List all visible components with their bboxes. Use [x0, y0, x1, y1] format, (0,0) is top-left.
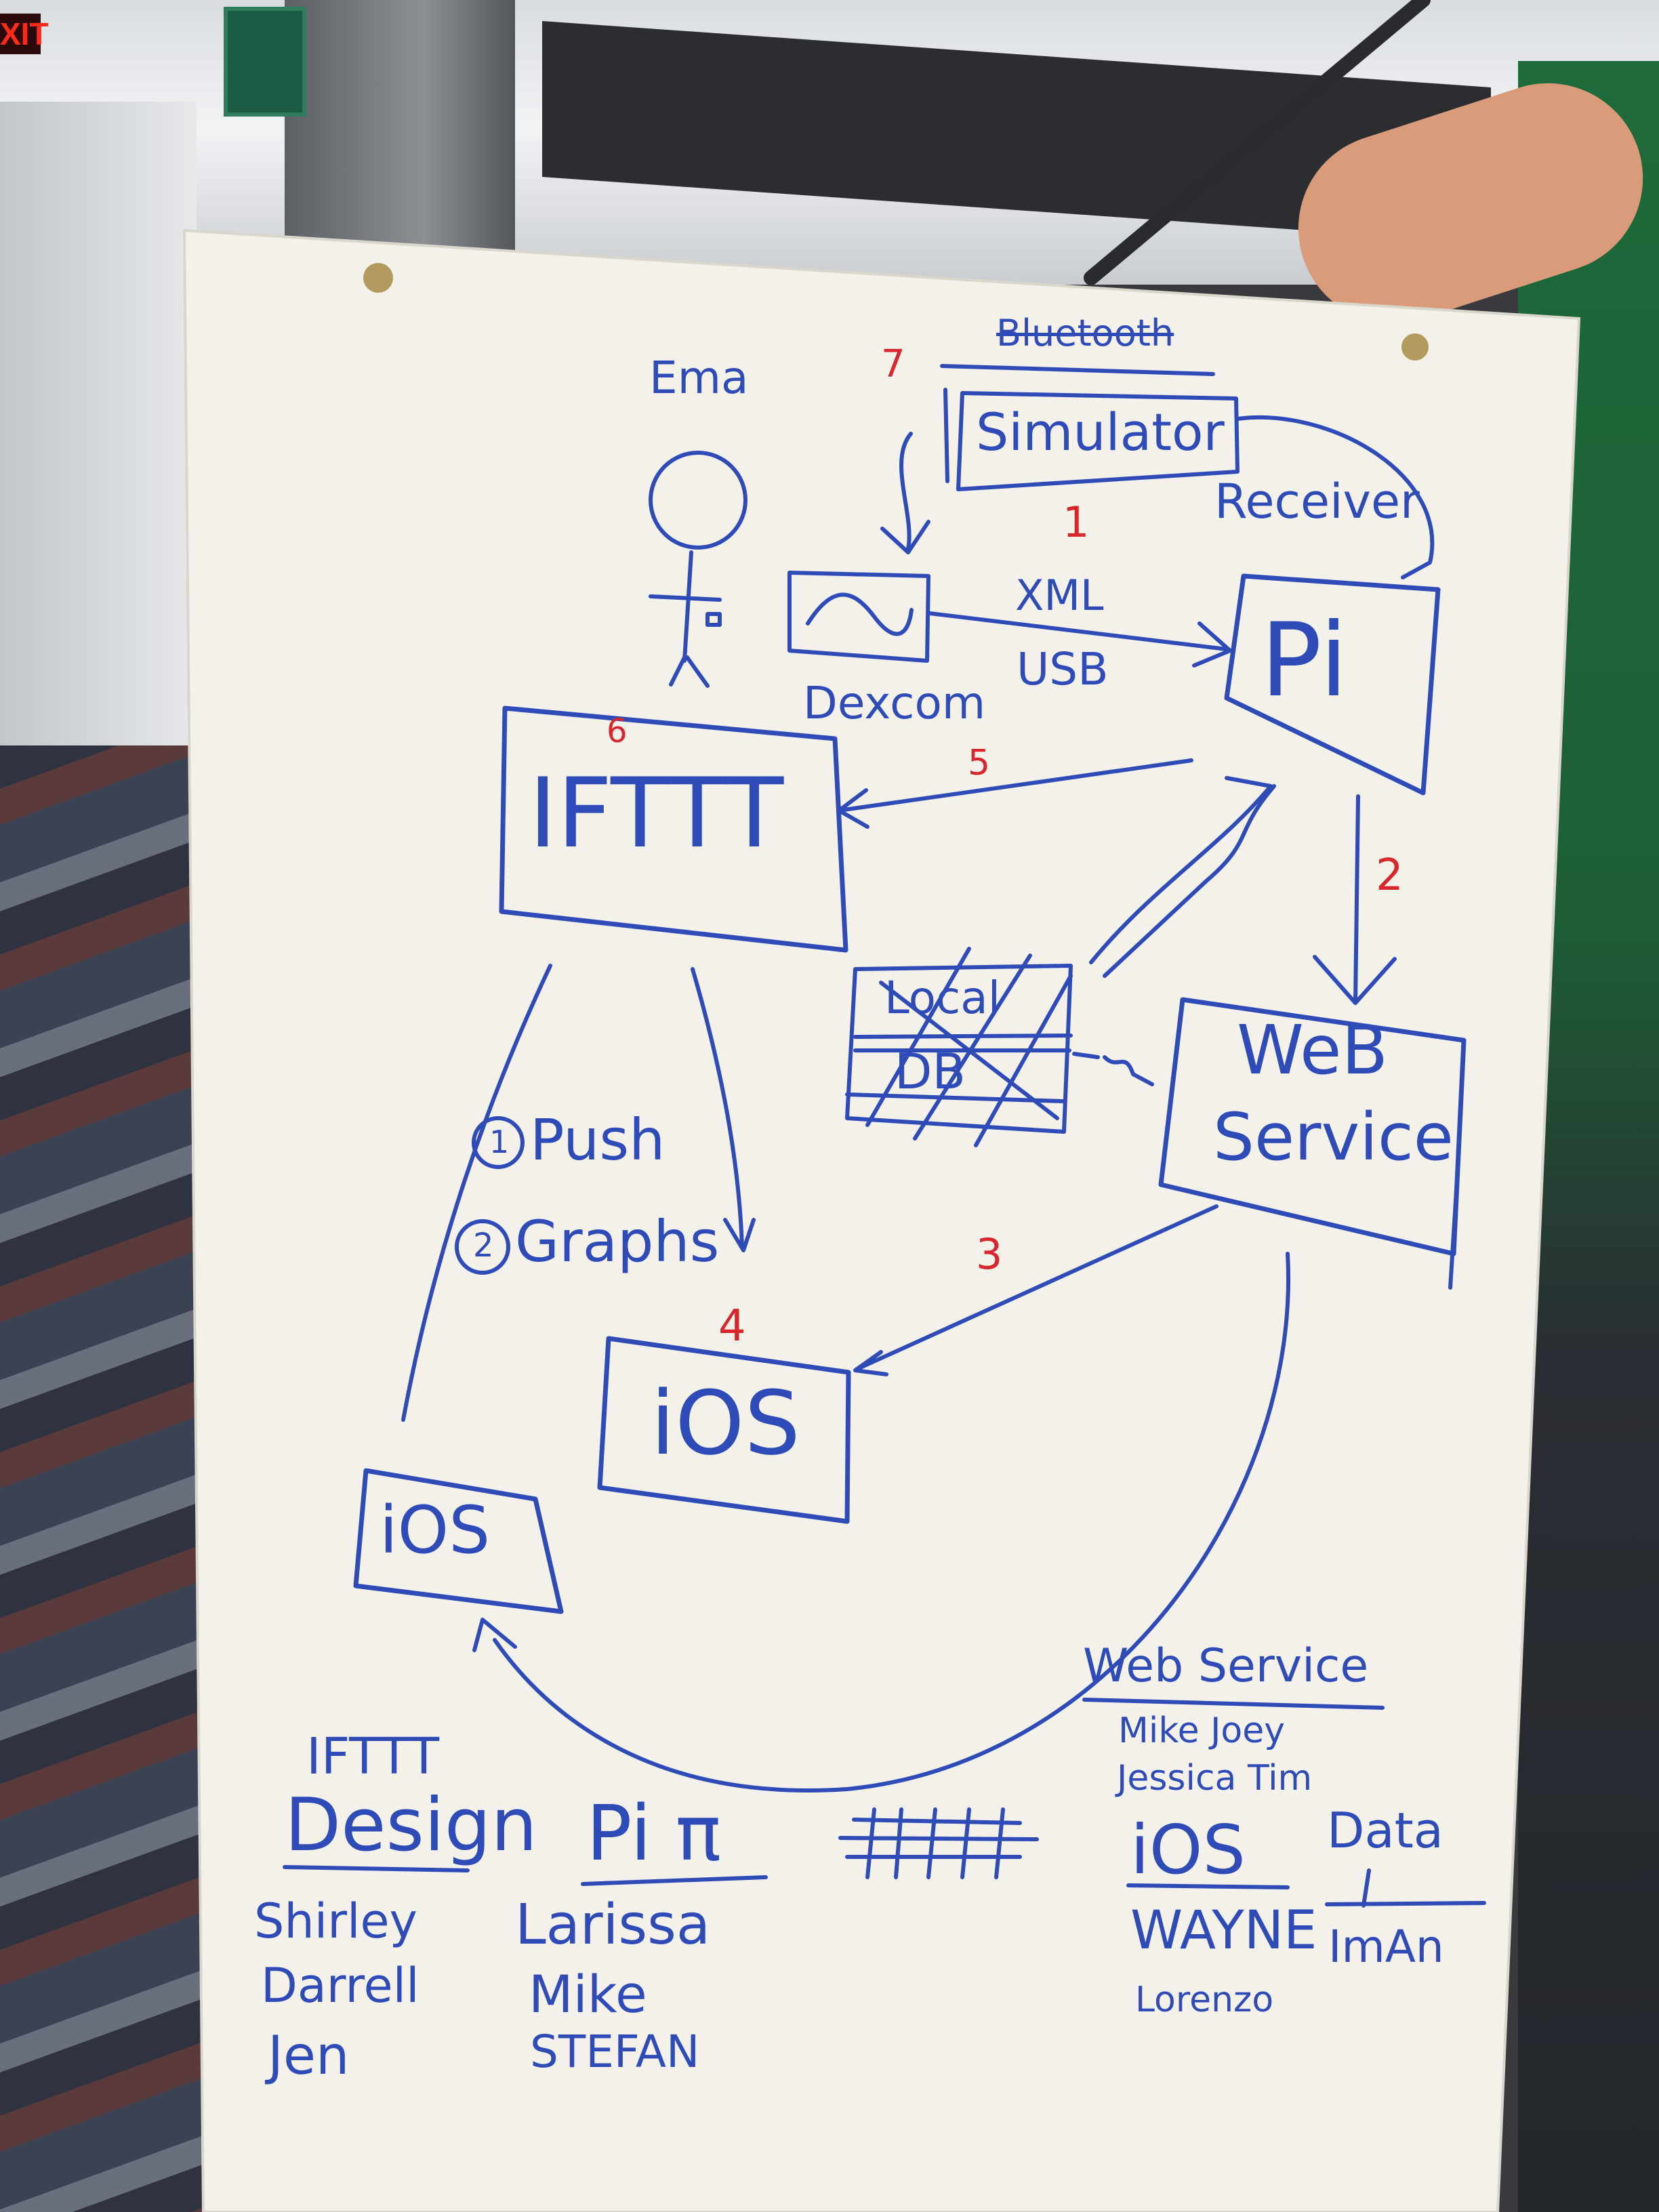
local-db-label-2: DB [895, 1043, 966, 1100]
carpet [0, 745, 217, 2212]
team-pi-member: Mike [529, 1964, 647, 2024]
team-pi-title: Pi π [586, 1790, 722, 1878]
step-number-7: 7 [881, 342, 905, 386]
actor-label-ema: Ema [649, 352, 749, 404]
team-design-member: Shirley [254, 1893, 417, 1949]
graphs-number: 2 [473, 1227, 494, 1265]
design-underline [283, 1865, 470, 1872]
web-service-to-ios-arrow [853, 1204, 1218, 1376]
pi-label: Pi [1261, 602, 1348, 720]
usb-label: USB [1017, 643, 1109, 695]
ifttt-to-ios-center-line [691, 967, 756, 1252]
web-service-label-2: Service [1213, 1099, 1454, 1175]
receiver-curve [1235, 415, 1435, 579]
pillar [285, 0, 515, 285]
dexcom-label: Dexcom [803, 677, 986, 729]
team-data-member: ImAn [1328, 1921, 1444, 1973]
green-sign [224, 7, 306, 117]
stick-figure-ema [649, 451, 747, 688]
local-db-label-1: Local [884, 972, 1001, 1024]
ios-underline [1126, 1883, 1290, 1889]
team-ios-member: WAYNE [1130, 1900, 1317, 1961]
step-number-3: 3 [976, 1229, 1003, 1279]
push-label: Push [530, 1107, 665, 1173]
team-web-service-title: Web Service [1083, 1639, 1369, 1693]
team-design-title: Design [285, 1783, 537, 1868]
team-pi-member: STEFAN [530, 2026, 700, 2078]
push-number: 1 [489, 1124, 510, 1160]
pi-underline [581, 1875, 768, 1886]
team-design-member: Jen [268, 2026, 350, 2087]
team-web-service-members-row1: Mike Joey [1118, 1711, 1286, 1751]
local-db-crossed [845, 947, 1073, 1147]
pin-right [1401, 333, 1429, 361]
simulator-to-dexcom-arrow [880, 432, 930, 554]
graphs-number-circle [455, 1219, 510, 1275]
struck-team-box [838, 1807, 1039, 1879]
bluetooth-strike [940, 364, 1215, 376]
team-ifttt-label: IFTTT [306, 1727, 440, 1786]
local-db-squiggle [1072, 1052, 1154, 1086]
team-ios-title: iOS [1130, 1810, 1246, 1889]
push-number-circle [472, 1116, 525, 1169]
step-number-5: 5 [968, 743, 991, 783]
web-service-label-1: WeB [1237, 1010, 1389, 1090]
graphs-label: Graphs [515, 1208, 720, 1275]
ios-center-label: iOS [651, 1372, 800, 1475]
step-number-2: 2 [1376, 851, 1404, 901]
xml-label: XML [1015, 571, 1104, 620]
step-number-1: 1 [1063, 497, 1090, 547]
web-service-underline [1082, 1698, 1385, 1710]
ifttt-to-ios-left-line [401, 964, 552, 1422]
team-web-service-members-row2: Jessica Tim [1117, 1758, 1313, 1799]
ios-center-box [597, 1336, 851, 1524]
team-design-member: Darrell [261, 1958, 419, 2013]
dexcom-wave [806, 592, 914, 636]
pi-box [1224, 573, 1441, 796]
poster-paper [182, 228, 1581, 2212]
team-data-title: Data [1327, 1802, 1443, 1859]
pointer-stick [1084, 0, 1431, 285]
pin-left [363, 263, 393, 293]
scribble-line [1089, 776, 1276, 978]
receiver-label: Receiver [1214, 474, 1420, 529]
team-ios-member: Lorenzo [1135, 1980, 1274, 2020]
dexcom-device [787, 571, 930, 663]
ifttt-box [499, 705, 848, 953]
left-wall [0, 102, 197, 766]
step-number-6: 6 [607, 712, 628, 750]
pi-to-web-service-arrow [1313, 794, 1397, 1005]
step-number-4: 4 [718, 1301, 746, 1351]
exit-sign: XIT [0, 14, 49, 54]
simulator-box-back [943, 388, 949, 483]
bluetooth-label: Bluetooth [996, 312, 1174, 354]
team-pi-member: Larissa [515, 1893, 711, 1957]
simulator-label: Simulator [976, 402, 1225, 462]
ios-left-box [353, 1468, 564, 1614]
ifttt-label: IFTTT [529, 758, 784, 869]
web-service-to-ios-left-curve [472, 1252, 1290, 1793]
data-underline [1325, 1868, 1486, 1908]
ios-left-label: iOS [380, 1492, 491, 1568]
simulator-box [956, 391, 1240, 491]
dexcom-to-pi-arrow [928, 611, 1232, 668]
